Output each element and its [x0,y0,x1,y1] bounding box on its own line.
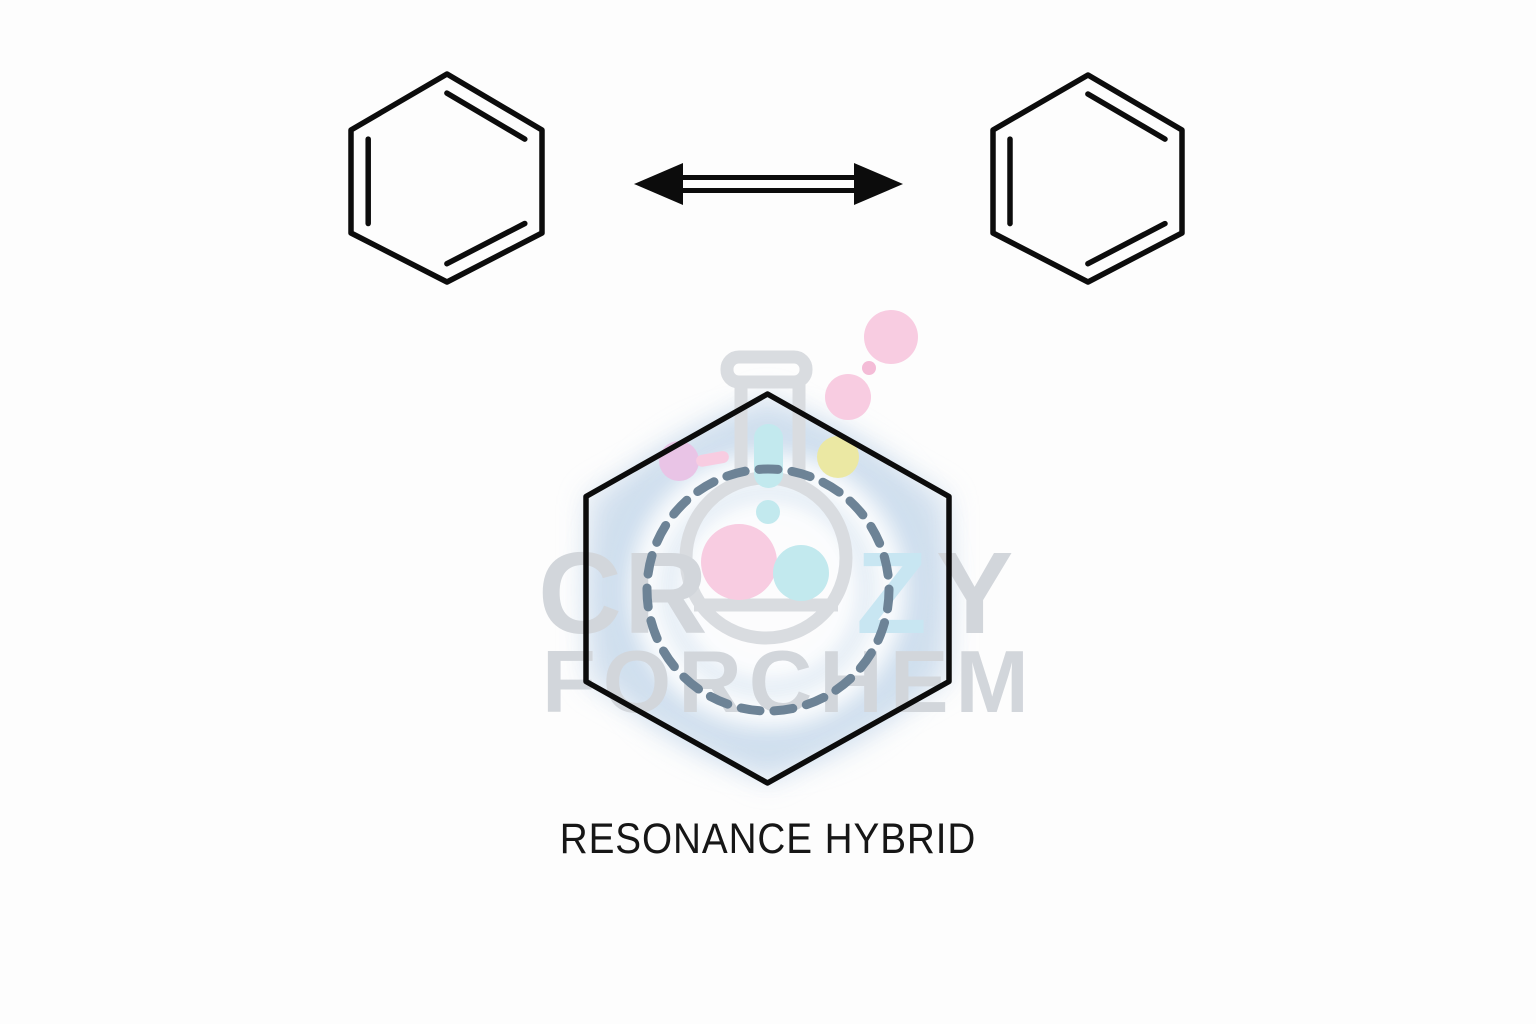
double-bond-line [1085,220,1168,267]
bubble-yellow [817,436,859,478]
arrow-head-right [854,163,903,205]
bubble-teal-small [756,500,780,524]
flask-rim [720,350,813,389]
benzene-hexagon [348,71,545,285]
hybrid-hexagon-outline [583,391,952,786]
caption: RESONANCE HYBRID [559,815,977,863]
bubble-pink-dot [862,361,876,375]
bubble-pink-mid [825,374,871,420]
flask-neck-liquid [754,424,783,488]
double-bond-line [444,90,528,142]
watermark-word1-prefix: CR [538,528,710,658]
bubble-pink-center [701,524,777,600]
benzene-ring-left [348,71,545,285]
bubble-pink-dash [696,451,729,467]
benzene-hexagon [990,72,1185,285]
bubble-pink-top [864,310,918,364]
hybrid-dashed-circle [642,464,894,716]
double-bond-line [1085,91,1168,142]
watermark-word2: FORCHEM [542,632,1036,731]
benzene-ring-right [990,72,1185,285]
arrow-head-left [634,163,683,205]
double-bond-line [444,220,528,267]
bubble-teal-center [773,545,829,601]
resonance-arrow [634,163,903,205]
